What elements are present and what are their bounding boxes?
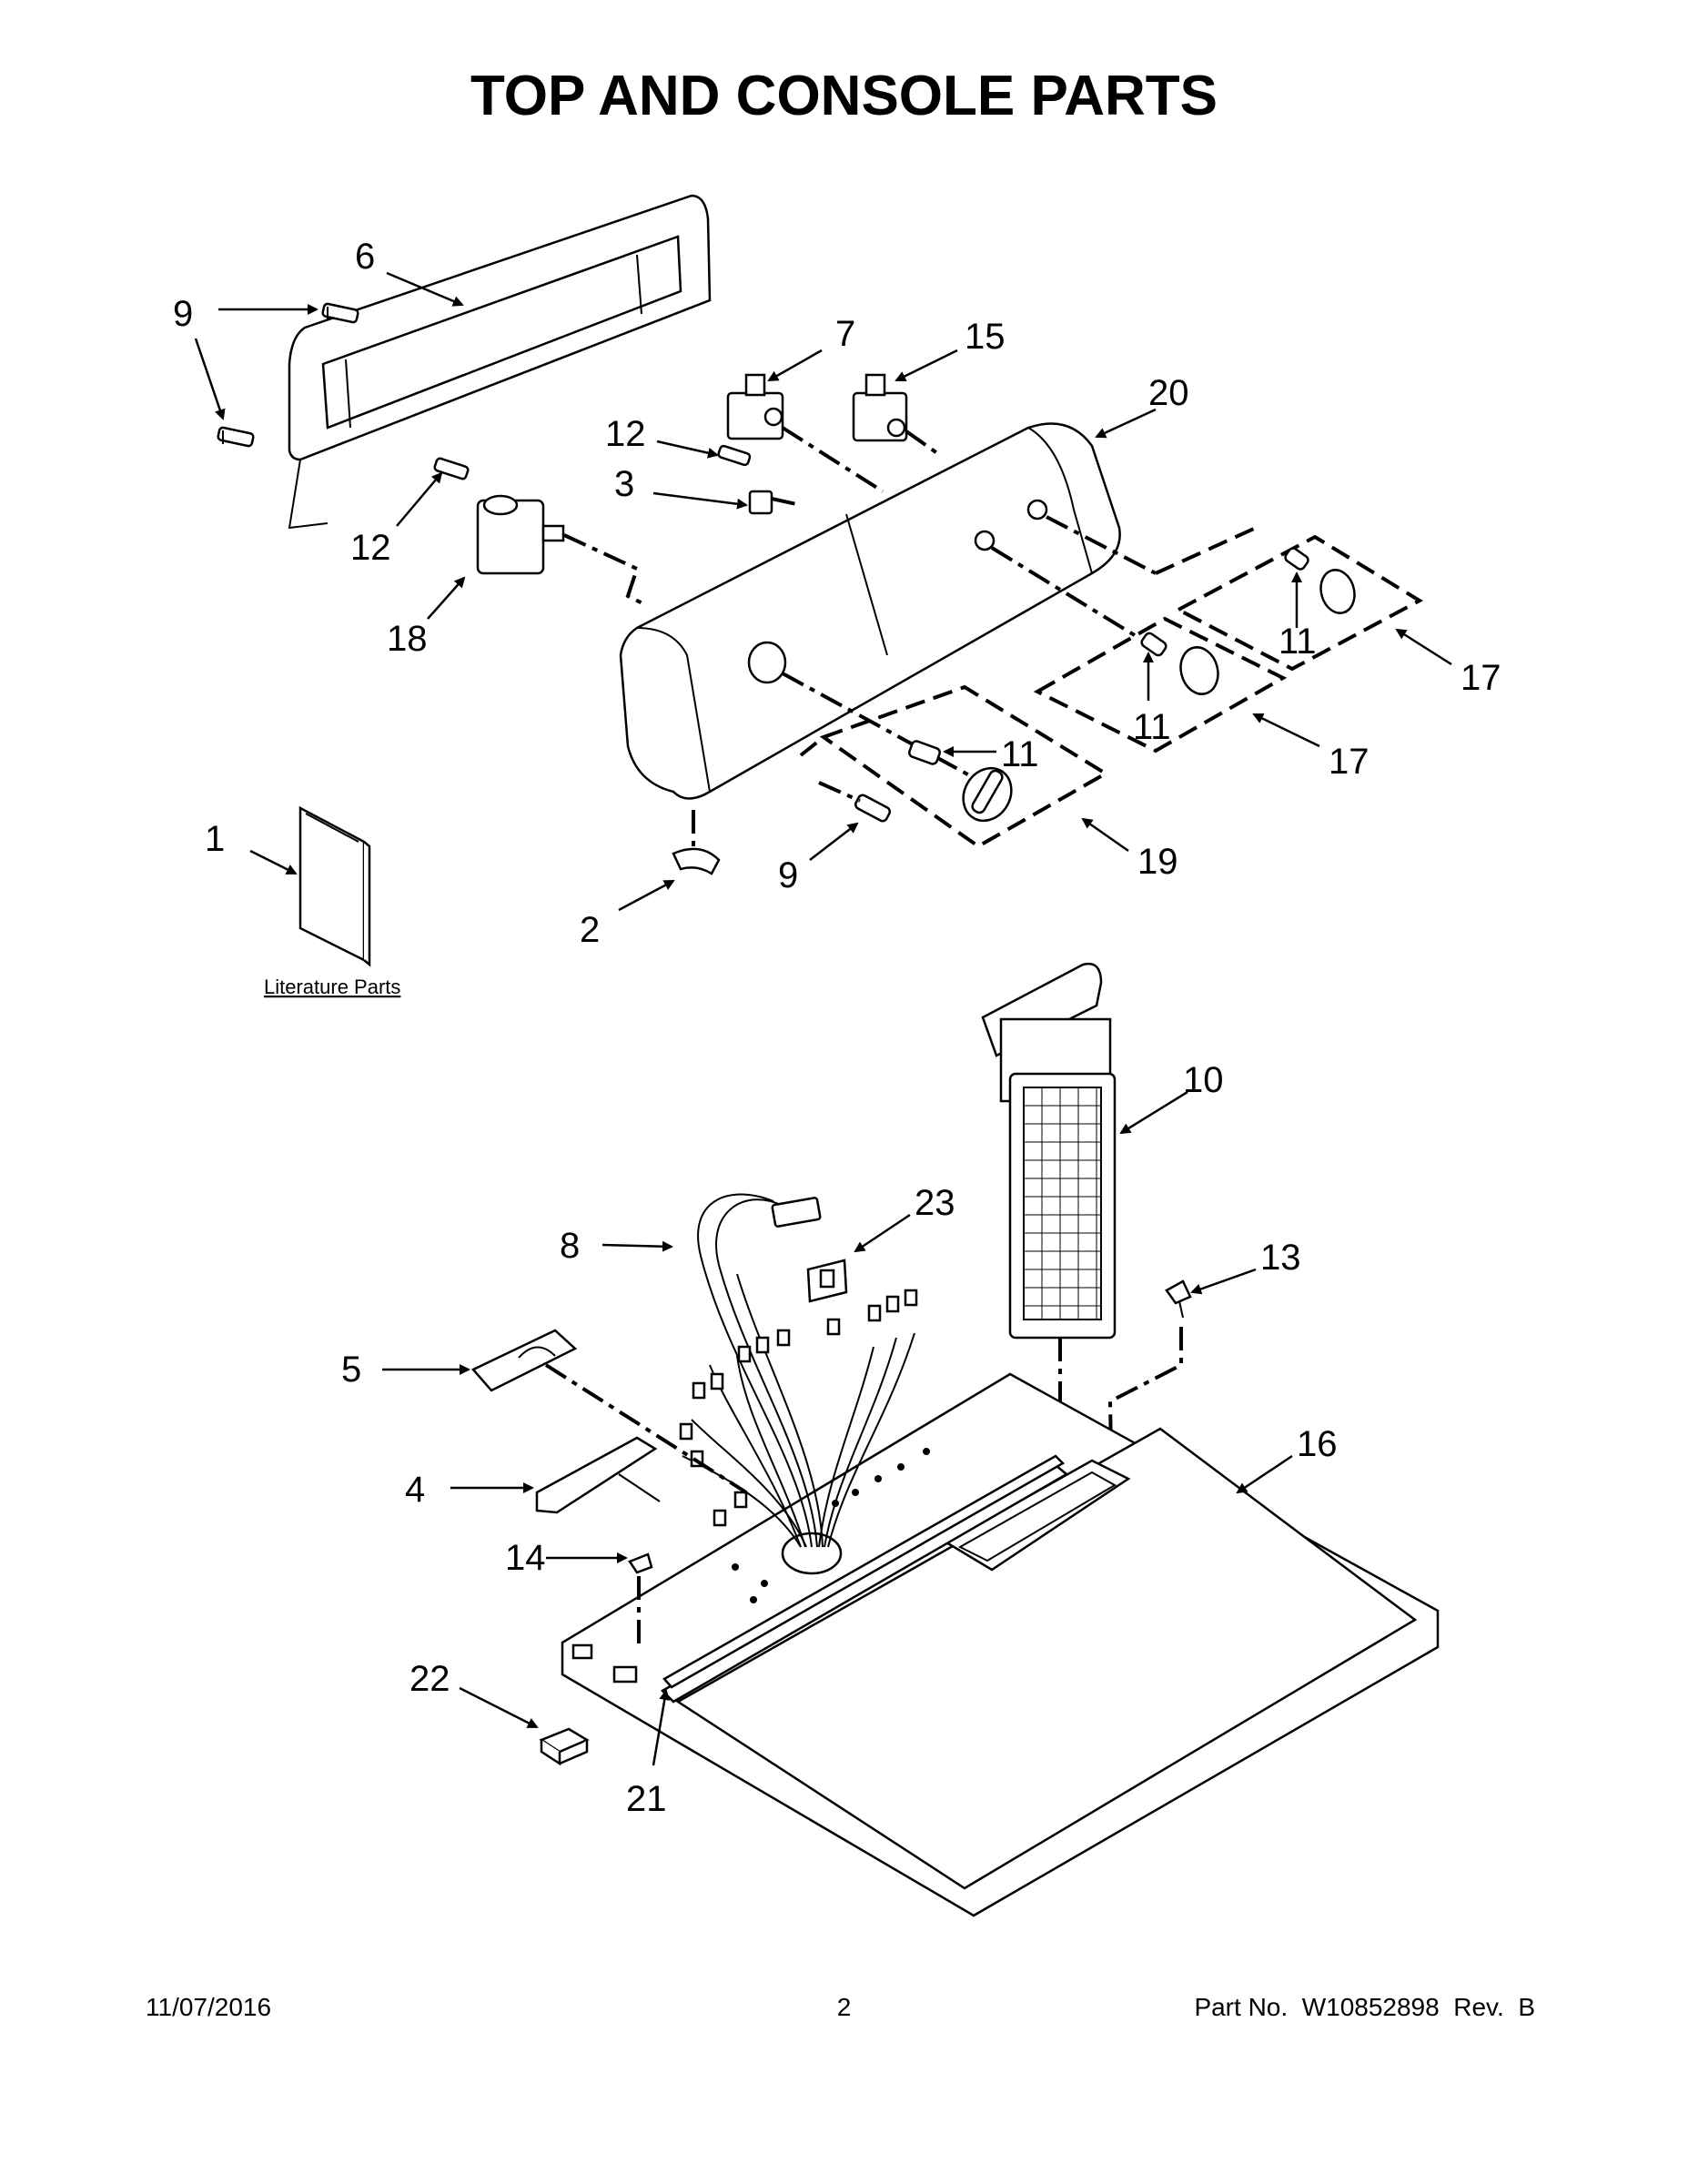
callout-9: 9 — [173, 294, 193, 334]
callout-5: 5 — [341, 1350, 361, 1390]
bracket-part-5 — [470, 1329, 748, 1494]
callout-17: 17 — [1329, 742, 1370, 782]
shield-part-4 — [535, 1436, 661, 1514]
page-title: TOP AND CONSOLE PARTS — [470, 65, 1218, 127]
callout-9: 9 — [778, 855, 798, 895]
callout-17: 17 — [1461, 658, 1501, 698]
pad-part-22 — [539, 1727, 590, 1766]
console-control-panel — [619, 422, 1157, 800]
callout-12: 12 — [605, 414, 646, 454]
knob-kit-17-upper — [1155, 526, 1424, 672]
knob-kit-17-lower — [1033, 616, 1288, 753]
small-block-part-3 — [748, 490, 802, 515]
literature-parts-label: Literature Parts — [264, 976, 400, 998]
connector-part-23 — [806, 1259, 848, 1303]
screw-9-upper — [321, 302, 359, 324]
callout-11: 11 — [1279, 622, 1317, 662]
knob-kit-19 — [799, 684, 1109, 849]
callout-20: 20 — [1148, 373, 1189, 413]
screw-9-lower — [217, 426, 255, 448]
screw-12-left — [433, 457, 470, 480]
screw-9-console — [818, 781, 892, 823]
callout-23: 23 — [915, 1183, 955, 1223]
callout-4: 4 — [405, 1470, 425, 1510]
callout-14: 14 — [505, 1538, 546, 1578]
callout-12: 12 — [350, 528, 391, 568]
switch-part-15 — [852, 373, 939, 455]
callout-11: 11 — [1133, 707, 1171, 747]
callout-19: 19 — [1137, 842, 1178, 882]
timer-part-18 — [476, 494, 647, 607]
console-rear-panel — [288, 194, 712, 530]
literature-booklet — [298, 805, 371, 967]
strip-part-21 — [662, 1454, 1066, 1689]
footer-part-number: Part No. W10852898 Rev. B — [1194, 1993, 1535, 2021]
callout-10: 10 — [1183, 1060, 1224, 1100]
callout-2: 2 — [580, 910, 600, 950]
callout-18: 18 — [387, 619, 428, 659]
screw-part-13 — [1107, 1279, 1192, 1502]
callout-22: 22 — [409, 1659, 450, 1699]
callout-15: 15 — [965, 317, 1006, 357]
callout-1: 1 — [205, 819, 225, 859]
footer-date: 11/07/2016 — [146, 1993, 272, 2021]
switch-part-7 — [726, 373, 884, 493]
footer-page-number: 2 — [836, 1993, 852, 2021]
callout-16: 16 — [1297, 1424, 1338, 1464]
callout-8: 8 — [560, 1226, 580, 1266]
callout-13: 13 — [1260, 1238, 1301, 1278]
callout-21: 21 — [626, 1779, 667, 1819]
lint-screen-part-10 — [981, 962, 1117, 1492]
dryer-top-part-16 — [561, 1372, 1440, 1917]
clip-part-2 — [672, 810, 721, 875]
clip-part-14 — [628, 1552, 653, 1647]
callout-3: 3 — [614, 464, 634, 504]
wire-harness-part-8 — [679, 1193, 918, 1548]
callout-6: 6 — [355, 237, 375, 277]
leader-arrows — [194, 271, 1452, 1766]
screw-12-right — [717, 444, 752, 467]
callout-11: 11 — [1001, 734, 1039, 774]
callout-7: 7 — [835, 314, 855, 354]
